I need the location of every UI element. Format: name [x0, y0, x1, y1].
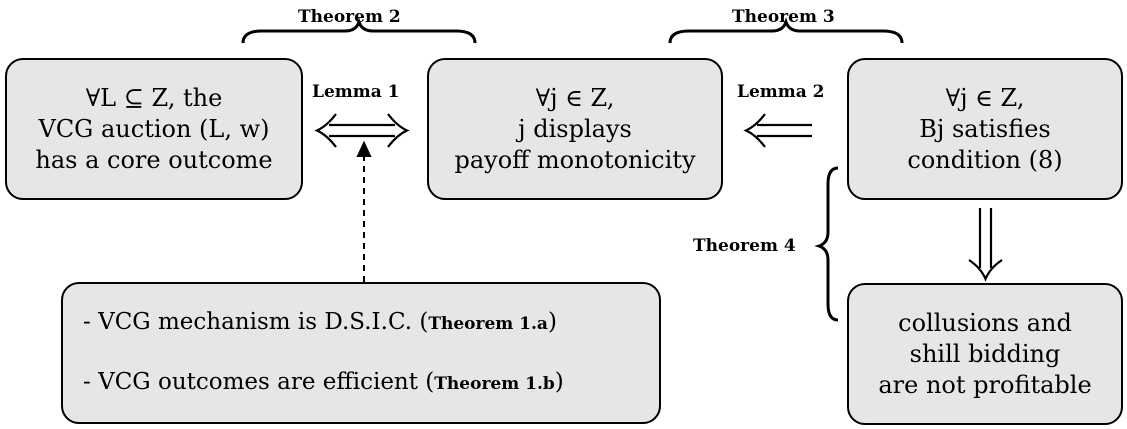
payoff-line-1: ∀j ∈ Z, [535, 83, 615, 112]
label-theorem-3: Theorem 3 [732, 7, 835, 27]
condition-line-2: Bj satisfies [919, 114, 1051, 143]
not-profitable-line-2: shill bidding [909, 339, 1061, 368]
not-profitable-line-1: collusions and [898, 308, 1072, 337]
label-theorem-4: Theorem 4 [693, 236, 796, 256]
not-profitable-line-3: are not profitable [878, 370, 1092, 399]
ref-theorem-1b: Theorem 1.b [434, 374, 555, 394]
label-lemma-2: Lemma 2 [737, 82, 825, 102]
condition-line-1: ∀j ∈ Z, [945, 83, 1025, 112]
dashed-arrow-vcg [356, 140, 372, 282]
brace-theorem-2 [241, 17, 477, 44]
payoff-line-2: j displays [518, 114, 632, 143]
core-outcome-box: ∀L ⊆ Z, the VCG auction (L, w) has a cor… [5, 58, 303, 200]
core-outcome-line-2: VCG auction (L, w) [38, 114, 270, 143]
payoff-monotonicity-box: ∀j ∈ Z, j displays payoff monotonicity [427, 58, 723, 200]
brace-theorem-4 [814, 166, 839, 322]
vcg-property-efficient: - VCG outcomes are efficient (Theorem 1.… [83, 369, 564, 395]
vcg-property-dsic: - VCG mechanism is D.S.I.C. (Theorem 1.a… [83, 309, 557, 335]
condition-box: ∀j ∈ Z, Bj satisfies condition (8) [847, 58, 1123, 200]
core-outcome-line-3: has a core outcome [35, 145, 273, 174]
payoff-line-3: payoff monotonicity [454, 145, 696, 174]
not-profitable-box: collusions and shill bidding are not pro… [847, 283, 1123, 425]
condition-line-3: condition (8) [907, 145, 1063, 174]
label-theorem-2: Theorem 2 [298, 7, 401, 27]
arrow-lemma-2 [743, 113, 812, 148]
double-arrow-lemma-1 [314, 113, 410, 148]
brace-theorem-3 [668, 17, 904, 44]
core-outcome-line-1: ∀L ⊆ Z, the [85, 83, 223, 112]
vcg-properties-box: - VCG mechanism is D.S.I.C. (Theorem 1.a… [61, 282, 661, 424]
arrow-down-theorem-4 [968, 208, 1003, 282]
ref-theorem-1a: Theorem 1.a [428, 314, 548, 334]
label-lemma-1: Lemma 1 [312, 82, 400, 102]
